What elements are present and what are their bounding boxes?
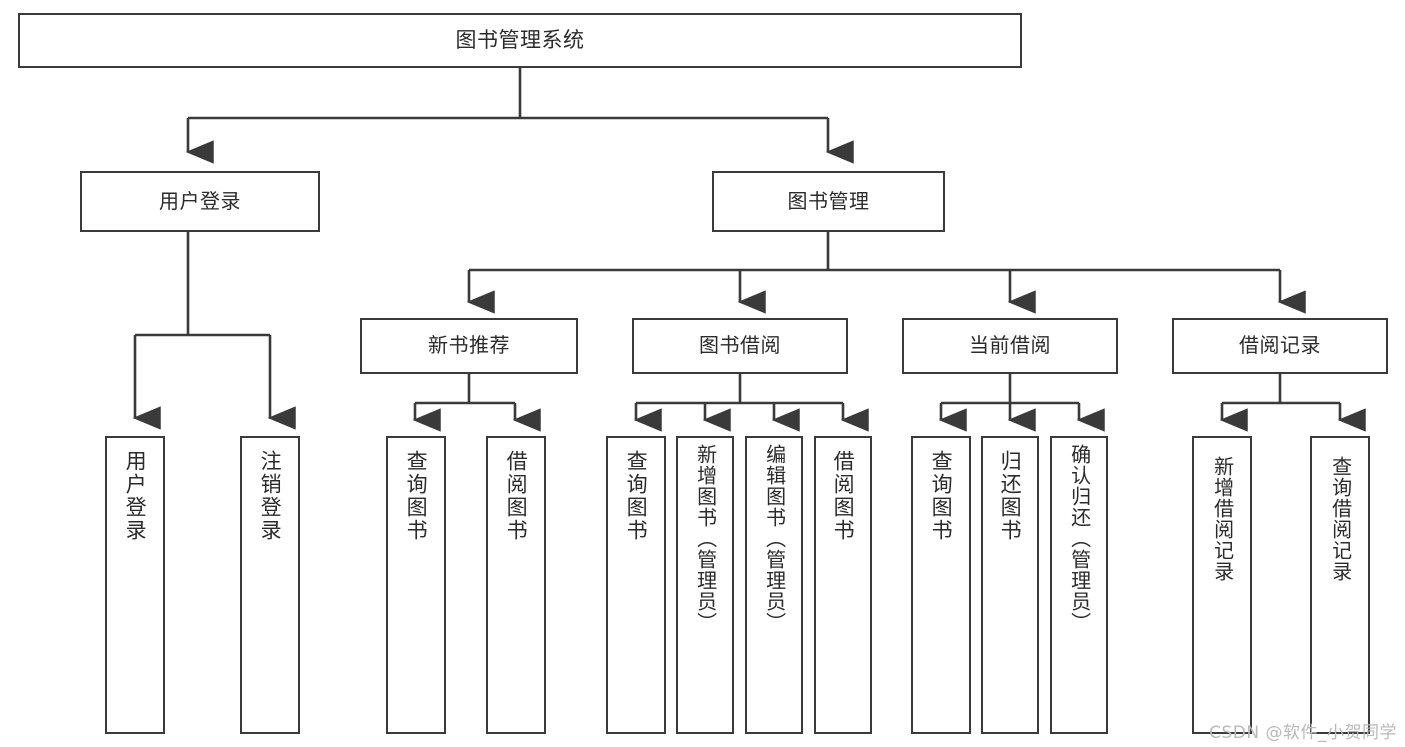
node-current-borrow[interactable]: 当前借阅 — [902, 318, 1118, 374]
leaf-return-book-label: 归还图书 — [998, 450, 1023, 542]
node-book-borrow[interactable]: 图书借阅 — [632, 318, 848, 374]
leaf-confirm-return-label: 确认归还（管理员） — [1067, 444, 1092, 633]
leaf-borrow-book-2[interactable]: 借阅图书 — [814, 436, 872, 734]
leaf-query-book-3[interactable]: 查询图书 — [911, 436, 971, 734]
node-root[interactable]: 图书管理系统 — [18, 13, 1022, 68]
node-new-book-recommend[interactable]: 新书推荐 — [360, 318, 578, 374]
leaf-query-record-label: 查询借阅记录 — [1328, 456, 1353, 582]
leaf-borrow-book-2-label: 借阅图书 — [831, 450, 856, 542]
leaf-query-book-2[interactable]: 查询图书 — [606, 436, 666, 734]
node-new-book-recommend-label: 新书推荐 — [428, 333, 510, 358]
leaf-borrow-book-1-label: 借阅图书 — [504, 450, 529, 542]
leaf-query-book-1-label: 查询图书 — [404, 450, 429, 542]
leaf-add-record-label: 新增借阅记录 — [1210, 456, 1235, 582]
leaf-edit-book-label: 编辑图书（管理员） — [762, 444, 787, 633]
node-borrow-record[interactable]: 借阅记录 — [1172, 318, 1388, 374]
leaf-query-book-2-label: 查询图书 — [624, 450, 649, 542]
node-book-manage-label: 图书管理 — [787, 188, 870, 213]
leaf-borrow-book-1[interactable]: 借阅图书 — [486, 436, 546, 734]
leaf-confirm-return[interactable]: 确认归还（管理员） — [1050, 436, 1108, 734]
leaf-query-book-1[interactable]: 查询图书 — [386, 436, 446, 734]
node-user-login[interactable]: 用户登录 — [80, 171, 320, 232]
leaf-user-login[interactable]: 用户登录 — [105, 436, 165, 734]
node-borrow-record-label: 借阅记录 — [1239, 333, 1321, 358]
leaf-add-book-label: 新增图书（管理员） — [693, 444, 718, 633]
node-user-login-label: 用户登录 — [159, 188, 241, 213]
node-book-borrow-label: 图书借阅 — [699, 333, 781, 358]
leaf-user-login-label: 用户登录 — [123, 450, 148, 542]
leaf-query-book-3-label: 查询图书 — [929, 450, 954, 542]
leaf-user-logout-label: 注销登录 — [258, 450, 283, 542]
leaf-add-book[interactable]: 新增图书（管理员） — [676, 436, 734, 734]
leaf-add-record[interactable]: 新增借阅记录 — [1192, 436, 1252, 734]
leaf-query-record[interactable]: 查询借阅记录 — [1310, 436, 1370, 734]
node-root-label: 图书管理系统 — [455, 28, 585, 53]
node-book-manage[interactable]: 图书管理 — [712, 171, 945, 232]
leaf-edit-book[interactable]: 编辑图书（管理员） — [745, 436, 803, 734]
leaf-user-logout[interactable]: 注销登录 — [240, 436, 300, 734]
leaf-return-book[interactable]: 归还图书 — [981, 436, 1039, 734]
node-current-borrow-label: 当前借阅 — [969, 333, 1051, 358]
csdn-watermark: CSDN @软件_小贺同学 — [1209, 723, 1397, 743]
